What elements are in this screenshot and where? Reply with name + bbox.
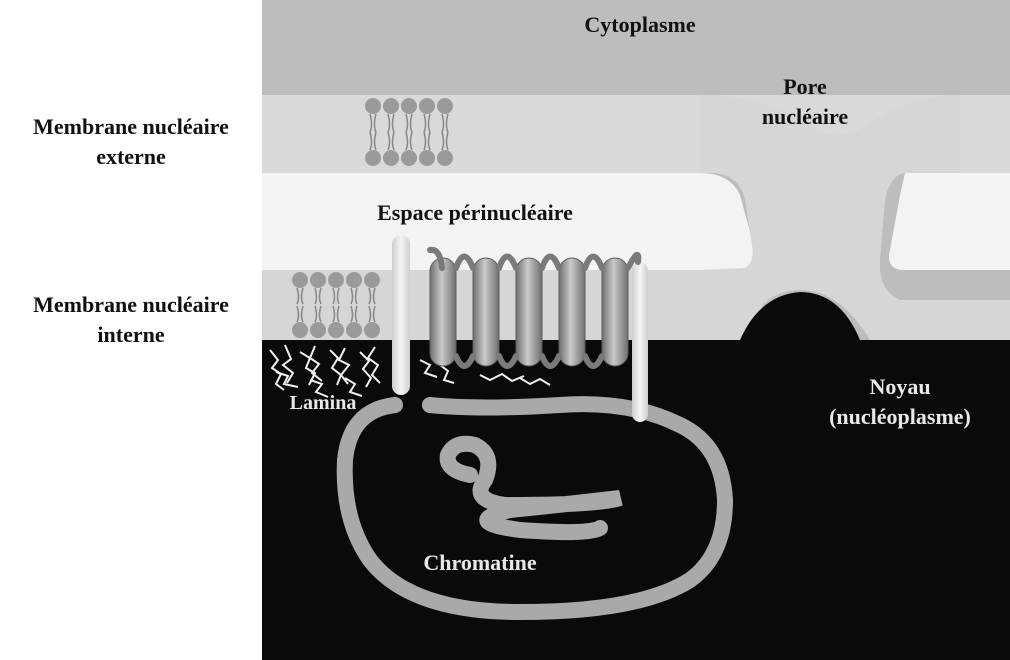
outer-membrane-line1: Membrane nucléaire	[0, 112, 262, 142]
nuclear-pore-line2: nucléaire	[745, 102, 865, 132]
nuclear-pore-label: Pore nucléaire	[745, 72, 865, 132]
inner-membrane-line1: Membrane nucléaire	[0, 290, 262, 320]
lamina-text: Lamina	[290, 392, 357, 414]
chromatin-label: Chromatine	[400, 548, 560, 578]
nucleus-label: Noyau (nucléoplasme)	[800, 372, 1000, 432]
nucleus-line1: Noyau	[800, 372, 1000, 402]
anchor-protein-right	[632, 262, 648, 422]
nucleus-line2: (nucléoplasme)	[800, 402, 1000, 432]
inner-membrane-line2: interne	[0, 320, 262, 350]
chromatin-text: Chromatine	[423, 550, 536, 575]
cytoplasm-text: Cytoplasme	[584, 12, 695, 37]
perinuclear-space-label: Espace périnucléaire	[330, 198, 620, 228]
nuclear-pore-line1: Pore	[745, 72, 865, 102]
outer-membrane-line2: externe	[0, 142, 262, 172]
outer-membrane-label: Membrane nucléaire externe	[0, 112, 262, 172]
perinuclear-space-right	[889, 173, 1010, 270]
perinuclear-space-text: Espace périnucléaire	[377, 200, 573, 225]
inner-membrane-label: Membrane nucléaire interne	[0, 290, 262, 350]
cytoplasm-label: Cytoplasme	[540, 10, 740, 40]
lamina-label: Lamina	[268, 388, 378, 418]
single-pass-protein	[392, 235, 410, 395]
